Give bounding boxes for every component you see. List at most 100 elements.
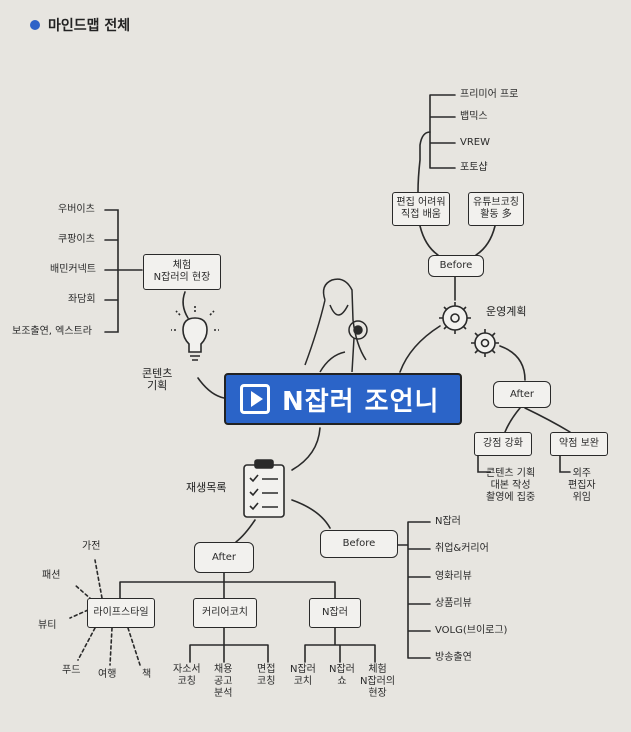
career-item-line: 코칭: [257, 676, 276, 687]
experience-item: 쿠팡이츠: [58, 234, 95, 245]
experience-item: 배민커넥트: [50, 264, 96, 275]
connector: [475, 225, 496, 256]
njob-item-line: N잡러: [329, 664, 355, 675]
weakness-item: 외주: [572, 468, 591, 479]
njob-item-line: 현장: [368, 688, 387, 699]
content-plan-line: 기획: [147, 379, 168, 392]
edit-tool-label: 포토샵: [460, 162, 488, 173]
before-node-top: Before: [428, 255, 484, 277]
gear-icon: [471, 329, 499, 357]
content-plan-label: 콘텐츠 기획: [142, 368, 172, 392]
weakness-items: 외주 편집자 위임: [568, 468, 596, 504]
bottom-before-item: N잡러: [435, 516, 461, 527]
connector: [419, 225, 439, 256]
connector: [429, 94, 456, 169]
gear-icon: [439, 302, 471, 334]
connector: [109, 627, 113, 666]
njob-item: N잡러 쇼: [329, 664, 355, 688]
lifestyle-box: 라이프스타일: [87, 598, 155, 628]
experience-item: 우버이츠: [58, 204, 95, 215]
njob-item: N잡러 코치: [290, 664, 316, 688]
connector: [127, 627, 141, 666]
light-bulb-icon: [171, 306, 219, 361]
weakness-item: 위임: [572, 492, 591, 503]
connector: [417, 131, 431, 193]
bottom-before-item: 영화리뷰: [435, 571, 472, 582]
edit-box-line: 편집 어려워: [396, 197, 446, 208]
strength-item: 콘텐츠 기획: [486, 468, 536, 479]
connector: [69, 609, 89, 619]
lifestyle-item: 가전: [82, 541, 101, 552]
njob-item-line: 체험: [368, 664, 387, 675]
clipboard-icon: [243, 459, 285, 518]
connector: [304, 627, 376, 663]
weakness-box: 약점 보완: [550, 432, 608, 456]
coaching-box-line: 활동 多: [480, 209, 512, 220]
career-item: 면접 코칭: [257, 664, 275, 688]
njob-box: N잡러: [309, 598, 361, 628]
strength-item: 촬영에 집중: [486, 492, 536, 503]
weakness-item: 편집자: [568, 480, 596, 491]
playlist-label: 재생목록: [186, 481, 227, 494]
page-title: 마인드맵 전체: [48, 18, 131, 34]
bottom-before-item: VOLG(브이로그): [435, 625, 508, 636]
edit-tool-label: 뱁믹스: [460, 111, 488, 122]
lifestyle-item: 푸드: [62, 665, 81, 676]
play-icon: [240, 384, 270, 414]
connector: [559, 454, 571, 473]
edit-difficulty-box: 편집 어려워 직접 배움: [392, 192, 450, 226]
lifestyle-item: 여행: [98, 669, 117, 680]
bottom-before-item: 상품리뷰: [435, 598, 472, 609]
connector: [104, 209, 119, 333]
coaching-box-line: 유튜브코칭: [473, 197, 519, 208]
career-item-line: 자소서: [173, 664, 201, 675]
experience-item: 보조출연, 엑스트라: [12, 326, 92, 337]
bottom-before-item: 방송출연: [435, 652, 472, 663]
career-item: 자소서 코칭: [173, 664, 201, 688]
page-header: 마인드맵 전체: [30, 14, 130, 36]
career-item: 채용 공고 분석: [214, 664, 232, 700]
connector: [291, 499, 331, 529]
experience-box-line: N잡러의 현장: [153, 272, 211, 283]
career-item-line: 채용: [214, 664, 233, 675]
content-plan-line: 콘텐츠: [142, 367, 173, 380]
career-item-line: 면접: [257, 664, 276, 675]
connector: [504, 407, 521, 433]
njob-item-line: N잡러의: [360, 676, 396, 687]
career-item-line: 분석: [214, 688, 233, 699]
connector: [235, 519, 256, 543]
connector: [477, 454, 491, 473]
lifestyle-item: 책: [142, 669, 152, 680]
after-node-top: After: [493, 381, 551, 408]
person-illustration: [304, 278, 368, 373]
career-item-line: 코칭: [177, 676, 196, 687]
strength-item: 대본 작성: [490, 480, 531, 491]
njob-item-line: 쇼: [337, 676, 347, 687]
experience-box: 체험 N잡러의 현장: [143, 254, 221, 290]
connector: [94, 559, 103, 599]
career-coach-box: 커리어코치: [193, 598, 257, 628]
njob-item: 체험 N잡러의 현장: [360, 664, 395, 700]
njob-item-line: N잡러: [290, 664, 316, 675]
experience-item: 좌담회: [68, 294, 96, 305]
operation-plan-label: 운영계획: [486, 305, 527, 318]
bottom-before-item: 취업&커리어: [435, 543, 489, 554]
channel-logo: N잡러 조언니: [224, 373, 462, 425]
after-node-bottom: After: [194, 542, 254, 573]
connector: [524, 407, 571, 433]
connector: [397, 521, 431, 659]
connector: [197, 377, 225, 399]
connector: [291, 427, 321, 471]
before-node-bottom: Before: [320, 530, 398, 558]
njob-item-line: 코치: [293, 676, 313, 687]
connector: [399, 325, 441, 373]
strength-items: 콘텐츠 기획 대본 작성 촬영에 집중: [486, 468, 535, 504]
coaching-box: 유튜브코칭 활동 多: [468, 192, 524, 226]
edit-box-line: 직접 배움: [401, 209, 441, 220]
edit-tool-label: VREW: [460, 137, 490, 148]
connector: [74, 584, 93, 601]
experience-box-line: 체험: [172, 260, 192, 271]
connector: [182, 291, 189, 319]
lifestyle-item: 뷰티: [38, 620, 57, 631]
